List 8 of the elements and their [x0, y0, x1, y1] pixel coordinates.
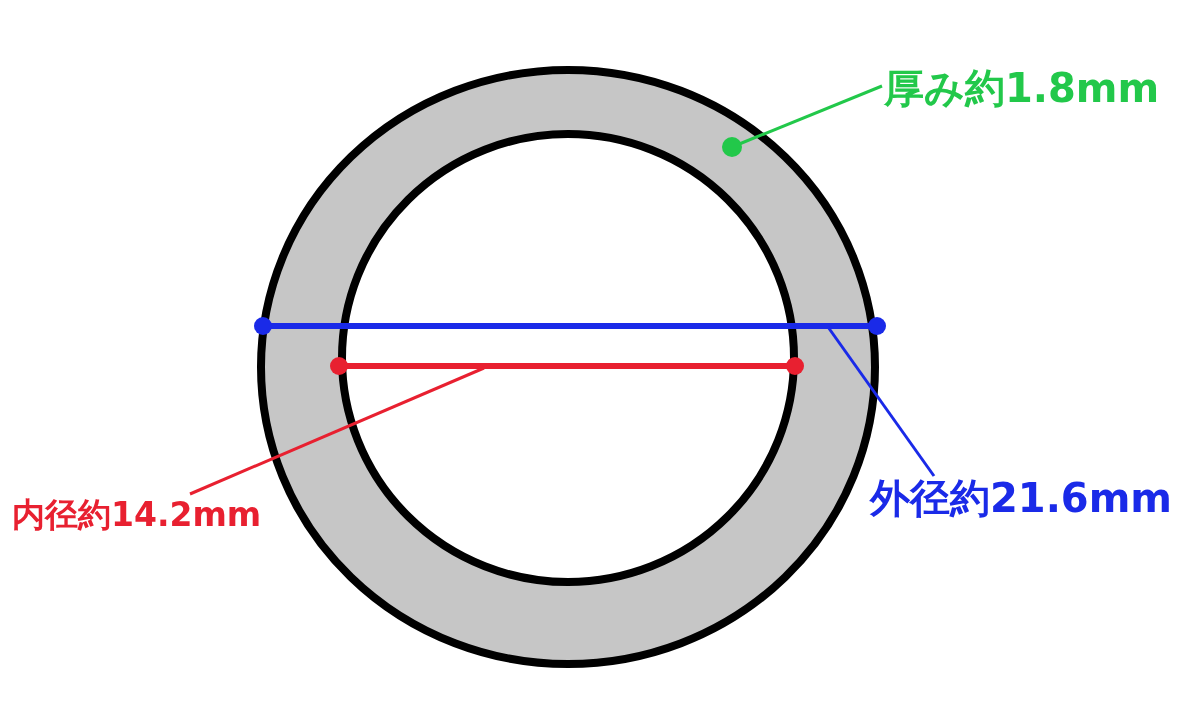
dimension-label: 内径約14.2mm: [12, 498, 262, 531]
dimension-line: [254, 317, 886, 335]
leader-line: [189, 366, 485, 496]
dimension-line: [330, 357, 804, 375]
dimension-label: 外径約21.6mm: [870, 478, 1173, 518]
dimension-label: 厚み約1.8mm: [884, 68, 1160, 108]
leader-line: [826, 326, 936, 477]
leader-line: [722, 84, 883, 157]
